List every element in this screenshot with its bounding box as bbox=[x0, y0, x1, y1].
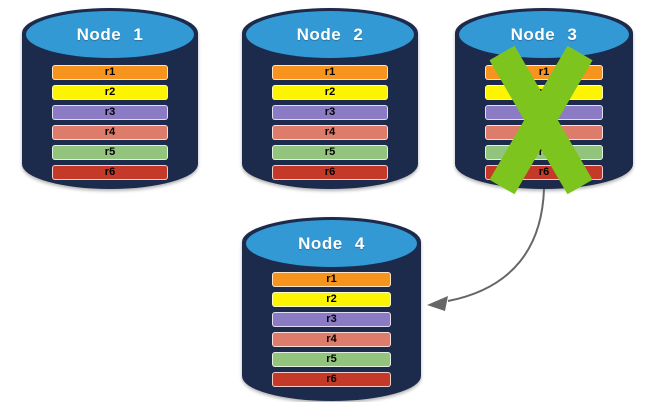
node-3-cylinder-top: Node 3 bbox=[459, 11, 629, 58]
row-label: r3 bbox=[324, 106, 336, 118]
row-label: r6 bbox=[104, 166, 116, 178]
node-1-cylinder-top: Node 1 bbox=[26, 11, 194, 58]
node-4-row-r4: r4 bbox=[272, 332, 391, 347]
node-3-title: Node 3 bbox=[510, 24, 578, 44]
node-1-row-r4: r4 bbox=[52, 125, 168, 140]
node-4-row-r3: r3 bbox=[272, 312, 391, 327]
node-2-row-r1: r1 bbox=[272, 65, 388, 80]
node-4-row-r2: r2 bbox=[272, 292, 391, 307]
row-label: r3 bbox=[104, 106, 116, 118]
failure-x-icon bbox=[489, 45, 593, 195]
node-1-row-r1: r1 bbox=[52, 65, 168, 80]
row-label: r4 bbox=[326, 333, 337, 345]
node-4-row-r6: r6 bbox=[272, 372, 391, 387]
node-4-cylinder-top: Node 4 bbox=[246, 220, 417, 267]
row-label: r2 bbox=[326, 293, 337, 305]
row-label: r5 bbox=[324, 146, 336, 158]
node-2-row-r2: r2 bbox=[272, 85, 388, 100]
row-label: r2 bbox=[104, 86, 116, 98]
node-2: Node 2 r1 r2 r3 r4 r5 r6 bbox=[242, 8, 418, 189]
node-2-row-r3: r3 bbox=[272, 105, 388, 120]
node-1-row-r5: r5 bbox=[52, 145, 168, 160]
row-label: r2 bbox=[324, 86, 336, 98]
row-label: r5 bbox=[326, 353, 337, 365]
node-1-row-r2: r2 bbox=[52, 85, 168, 100]
node-1-title: Node 1 bbox=[76, 24, 144, 44]
node-2-title: Node 2 bbox=[296, 24, 364, 44]
row-label: r1 bbox=[104, 66, 116, 78]
row-label: r1 bbox=[324, 66, 336, 78]
node-4: Node 4 r1 r2 r3 r4 r5 r6 bbox=[242, 217, 421, 401]
row-label: r3 bbox=[326, 313, 337, 325]
node-2-row-r4: r4 bbox=[272, 125, 388, 140]
node-2-rows: r1 r2 r3 r4 r5 r6 bbox=[272, 65, 388, 185]
row-label: r6 bbox=[326, 373, 337, 385]
row-label: r6 bbox=[538, 166, 550, 178]
node-2-cylinder-top: Node 2 bbox=[246, 11, 414, 58]
row-label: r1 bbox=[326, 273, 337, 285]
node-2-row-r5: r5 bbox=[272, 145, 388, 160]
node-4-rows: r1 r2 r3 r4 r5 r6 bbox=[272, 272, 391, 392]
node-1-rows: r1 r2 r3 r4 r5 r6 bbox=[52, 65, 168, 185]
node-4-row-r5: r5 bbox=[272, 352, 391, 367]
row-label: r5 bbox=[104, 146, 116, 158]
node-1-row-r3: r3 bbox=[52, 105, 168, 120]
node-1: Node 1 r1 r2 r3 r4 r5 r6 bbox=[22, 8, 198, 189]
row-label: r4 bbox=[324, 126, 336, 138]
node-4-row-r1: r1 bbox=[272, 272, 391, 287]
row-label: r6 bbox=[324, 166, 336, 178]
row-label: r4 bbox=[104, 126, 116, 138]
node-2-row-r6: r6 bbox=[272, 165, 388, 180]
node-4-title: Node 4 bbox=[298, 233, 365, 253]
row-label: r1 bbox=[538, 66, 550, 78]
node-1-row-r6: r6 bbox=[52, 165, 168, 180]
arrowhead bbox=[427, 296, 448, 311]
